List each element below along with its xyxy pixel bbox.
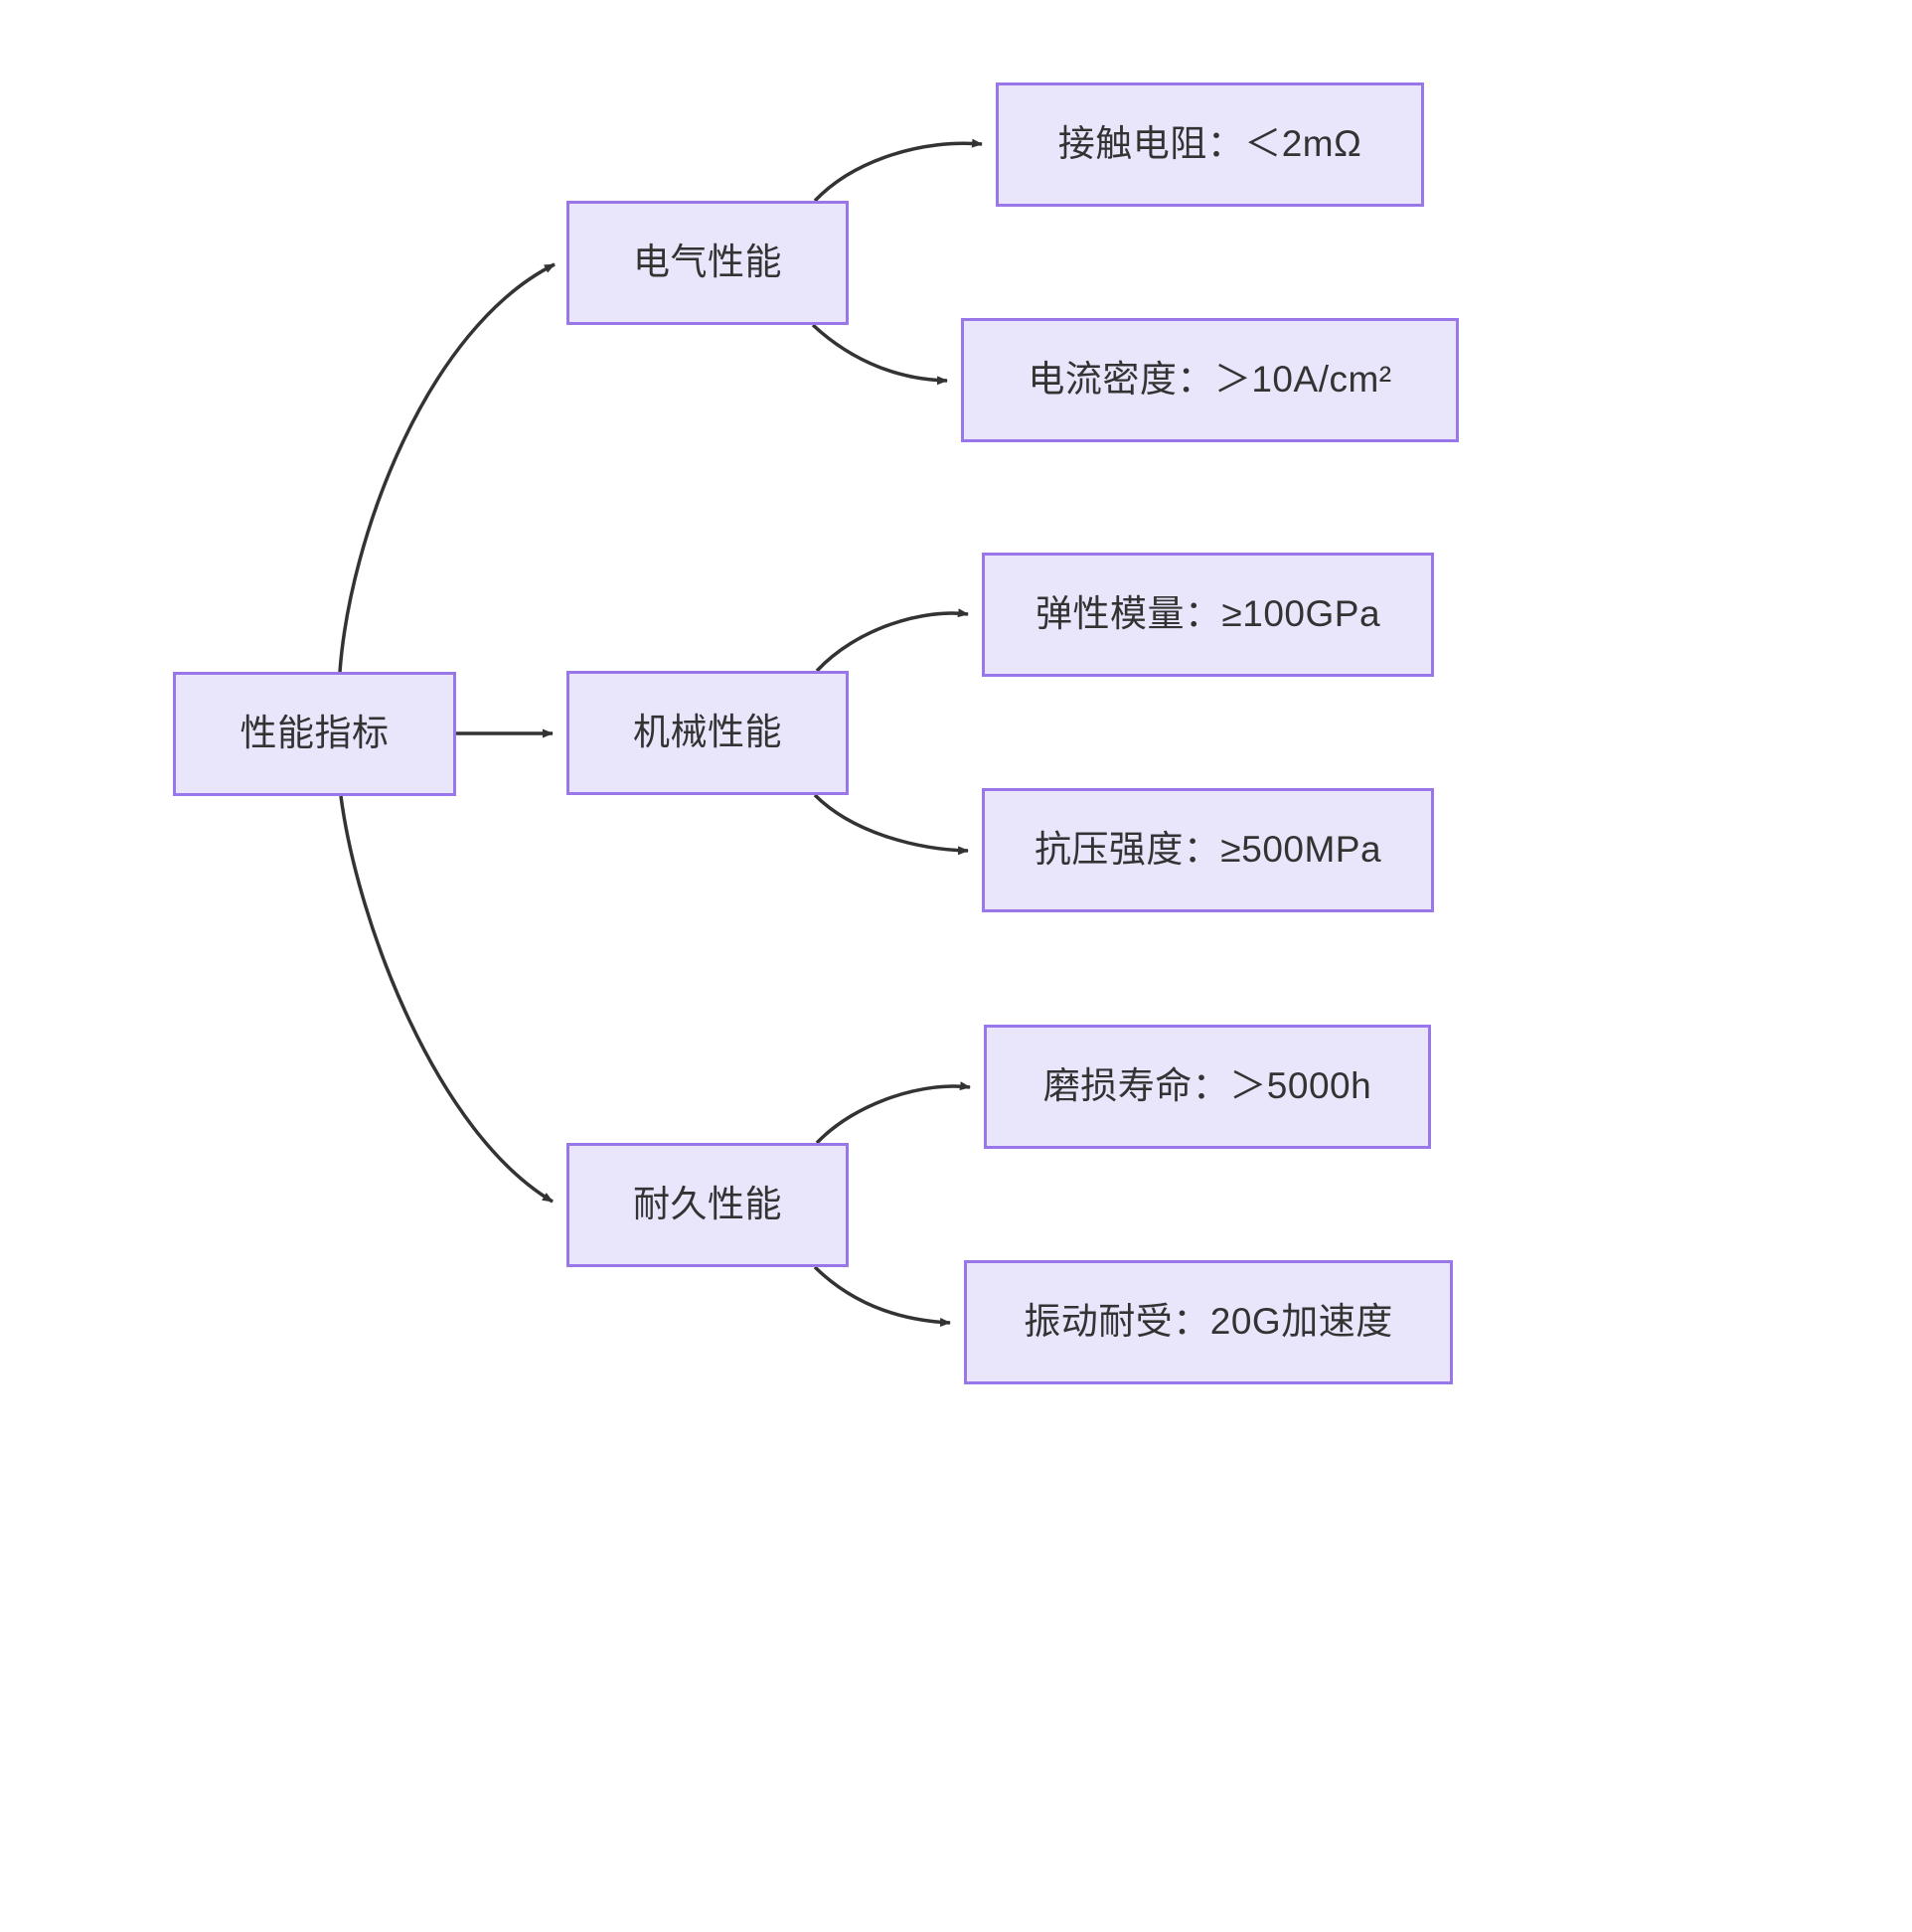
node-mechanical-performance[interactable]: 机械性能 [566, 671, 849, 795]
node-wear-life[interactable]: 磨损寿命：＞5000h [984, 1025, 1431, 1149]
node-current-density-label: 电流密度：＞10A/cm² [1028, 359, 1392, 401]
node-current-density[interactable]: 电流密度：＞10A/cm² [961, 318, 1459, 442]
node-compressive-strength-label: 抗压强度：≥500MPa [1034, 829, 1382, 871]
node-contact-resistance[interactable]: 接触电阻：＜2mΩ [996, 82, 1424, 207]
edge-mechanical-to-compressive-strength [813, 793, 969, 856]
node-mechanical-performance-label: 机械性能 [633, 712, 782, 753]
node-compressive-strength[interactable]: 抗压强度：≥500MPa [982, 788, 1434, 912]
node-vibration-tolerance-label: 振动耐受：20G加速度 [1024, 1301, 1393, 1343]
edge-mechanical-to-elastic-modulus [815, 608, 969, 673]
edge-durability-to-wear-life [815, 1081, 971, 1145]
edge-electrical-to-current-density [811, 323, 948, 386]
node-root-label: 性能指标 [239, 713, 390, 754]
node-wear-life-label: 磨损寿命：＞5000h [1042, 1065, 1372, 1107]
node-electrical-performance[interactable]: 电气性能 [566, 201, 849, 325]
node-vibration-tolerance[interactable]: 振动耐受：20G加速度 [964, 1260, 1453, 1384]
node-elastic-modulus[interactable]: 弹性模量：≥100GPa [982, 553, 1434, 677]
node-contact-resistance-label: 接触电阻：＜2mΩ [1057, 123, 1362, 165]
edge-root-to-durability [339, 795, 554, 1204]
edge-root-to-electrical [338, 262, 556, 673]
node-electrical-performance-label: 电气性能 [633, 242, 782, 283]
edge-electrical-to-contact-resistance [813, 138, 983, 203]
node-durability-performance[interactable]: 耐久性能 [566, 1143, 849, 1267]
edge-durability-to-vibration-tolerance [813, 1265, 951, 1328]
node-elastic-modulus-label: 弹性模量：≥100GPa [1035, 593, 1381, 635]
node-root[interactable]: 性能指标 [173, 672, 456, 796]
node-durability-performance-label: 耐久性能 [633, 1184, 782, 1225]
